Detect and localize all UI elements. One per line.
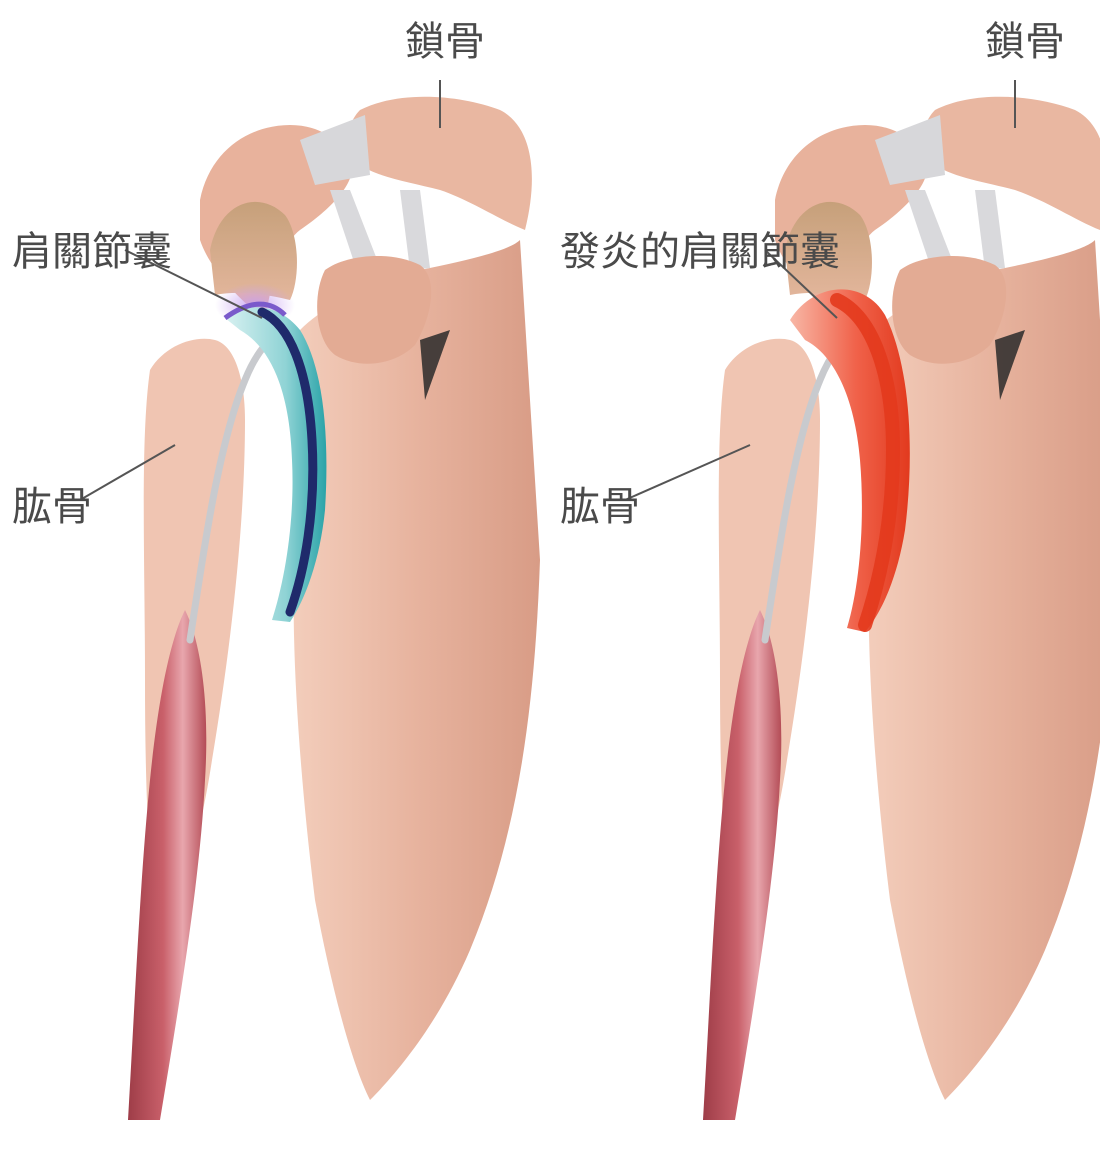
- humerus-label-normal: 肱骨: [12, 484, 92, 530]
- clavicle-label-inflamed: 鎖骨: [985, 19, 1065, 65]
- panel-normal: 鎖骨 肩關節囊 肱骨: [12, 19, 540, 1120]
- clavicle-label-normal: 鎖骨: [405, 19, 485, 65]
- humerus-label-inflamed: 肱骨: [560, 484, 640, 530]
- capsule-label-normal: 肩關節囊: [12, 229, 172, 275]
- capsule-label-inflamed: 發炎的肩關節囊: [560, 229, 840, 275]
